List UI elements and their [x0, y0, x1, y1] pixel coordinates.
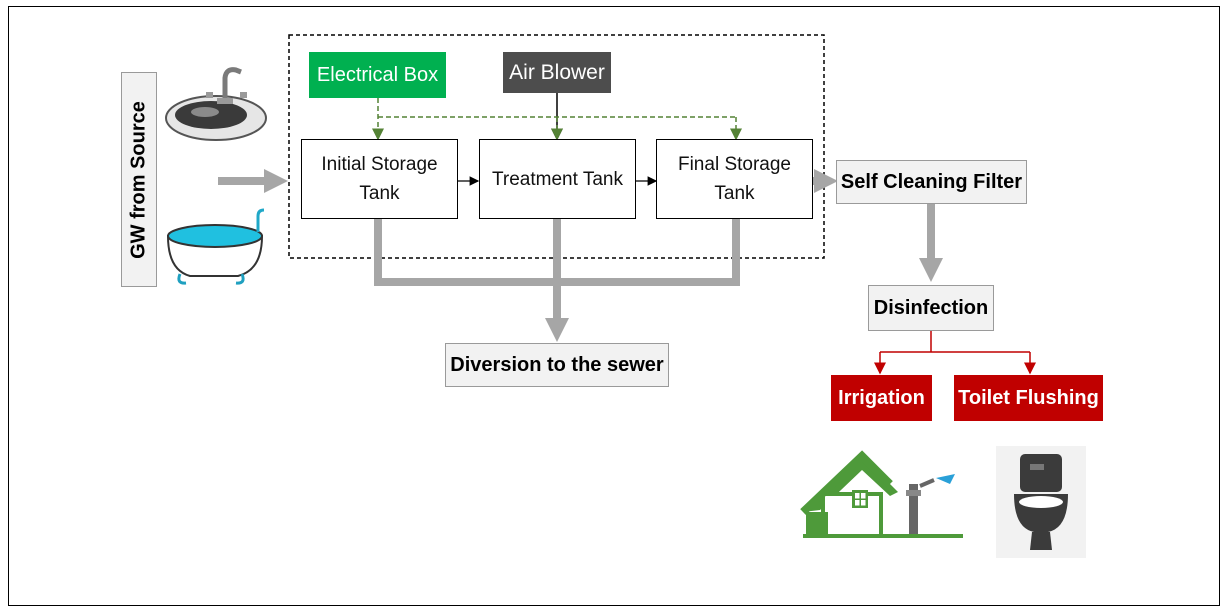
treatment-tank-label: Treatment Tank [492, 168, 623, 190]
self-cleaning-filter-label: Self Cleaning Filter [840, 170, 1023, 193]
toilet-flushing-label: Toilet Flushing [958, 386, 1099, 409]
diversion-pipes [374, 219, 740, 342]
house-irrigation-icon [800, 450, 963, 538]
electrical-box-label: Electrical Box [316, 63, 439, 86]
air-blower-label: Air Blower [509, 60, 605, 84]
toilet-flushing: Toilet Flushing [954, 375, 1103, 421]
disinfection: Disinfection [868, 285, 994, 331]
initial-storage-tank: Initial Storage Tank [301, 139, 458, 219]
source-label-text: GW from Source [127, 100, 150, 259]
irrigation-label: Irrigation [838, 386, 925, 409]
irrigation: Irrigation [831, 375, 932, 421]
reuse-branches [874, 331, 1036, 375]
electrical-lines [372, 98, 742, 141]
final-storage-tank: Final Storage Tank [656, 139, 813, 219]
source-label: GW from Source [121, 72, 157, 287]
air-blower: Air Blower [503, 52, 611, 93]
electrical-box: Electrical Box [309, 52, 446, 98]
initial-storage-tank-label: Initial Storage Tank [321, 154, 438, 204]
self-cleaning-filter: Self Cleaning Filter [836, 160, 1027, 204]
disinfection-label: Disinfection [873, 296, 989, 319]
diversion-to-sewer-label: Diversion to the sewer [450, 353, 664, 376]
bathtub-icon [166, 208, 265, 285]
connectors [165, 34, 1086, 558]
diversion-to-sewer: Diversion to the sewer [445, 343, 669, 387]
toilet-icon [996, 446, 1086, 558]
treatment-tank: Treatment Tank [479, 139, 636, 219]
final-storage-tank-label: Final Storage Tank [677, 154, 791, 204]
sink-icon [165, 67, 267, 141]
